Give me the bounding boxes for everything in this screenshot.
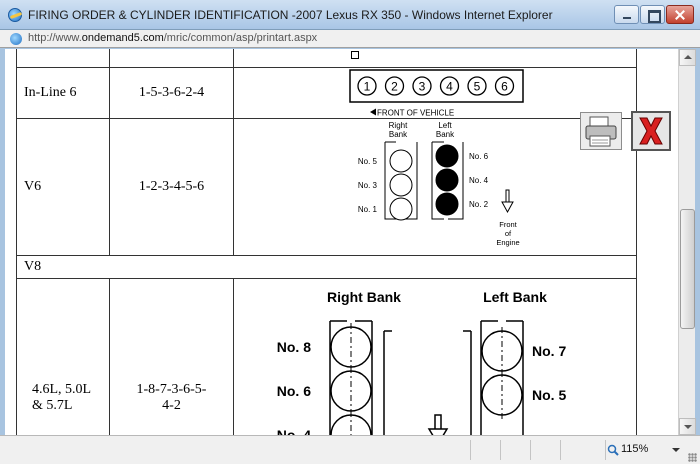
cylinder-5: 5 (467, 76, 487, 96)
url-path: /mric/common/asp/printart.aspx (163, 32, 318, 44)
page-content: In-Line 6 1-5-3-6-2-4 1 2 3 4 5 6 FRONT OF VE… (5, 49, 678, 435)
cylinder-No. 6: No. 6 (277, 367, 372, 415)
close-button[interactable] (631, 111, 671, 151)
magnifier-icon (607, 444, 619, 456)
svg-text:Left Bank: Left Bank (483, 289, 547, 305)
page-globe-icon (10, 33, 22, 45)
cylinder-1: 1 (357, 76, 377, 96)
table-row: 4.6L, 5.0L & 5.7L 1-8-7-3-6-5- 4-2 Right… (16, 278, 637, 435)
svg-text:No. 5: No. 5 (358, 157, 378, 166)
firing-order-cell: 1-8-7-3-6-5- 4-2 (109, 278, 234, 435)
front-arrow (427, 414, 449, 435)
cylinder-No. 1: No. 1 (358, 197, 413, 221)
print-button[interactable] (580, 112, 622, 150)
svg-text:No. 1: No. 1 (358, 205, 378, 214)
resize-grip[interactable] (688, 453, 697, 462)
vertical-scrollbar[interactable] (678, 49, 696, 435)
cylinder-4: 4 (439, 76, 460, 96)
svg-text:No. 6: No. 6 (469, 152, 489, 161)
svg-text:No. 8: No. 8 (277, 339, 311, 355)
table-row: V8 (16, 255, 637, 279)
table-row (16, 49, 637, 68)
engine-cell: In-Line 6 (16, 67, 110, 119)
cylinder-No. 8: No. 8 (277, 323, 372, 371)
cylinder-No. 5: No. 5 (481, 371, 566, 419)
svg-text:1: 1 (364, 80, 371, 94)
status-separator (530, 440, 531, 460)
small-square-mark (351, 51, 359, 59)
cylinder-No. 2: No. 2 (435, 192, 489, 216)
cylinder-6: 6 (494, 76, 515, 96)
svg-text:No. 7: No. 7 (532, 343, 566, 359)
svg-text:No. 4: No. 4 (277, 427, 311, 435)
cylinder-No. 7: No. 7 (481, 327, 566, 375)
v8-diagram-cell: Right Bank Left Bank No. 8 No. 6 No. 4 No.… (233, 278, 637, 435)
svg-text:No. 4: No. 4 (469, 176, 489, 185)
front-arrow (501, 189, 514, 214)
cylinder-3: 3 (412, 76, 432, 96)
svg-text:3: 3 (419, 80, 426, 94)
zoom-dropdown-icon[interactable] (672, 448, 680, 452)
cylinder-No. 4: No. 4 (277, 411, 372, 435)
status-separator (605, 440, 606, 460)
engine-cell: V6 (16, 118, 110, 256)
svg-text:No. 5: No. 5 (532, 387, 566, 403)
status-separator (560, 440, 561, 460)
cylinder-No. 3: No. 3 (358, 173, 413, 197)
window-title: FIRING ORDER & CYLINDER IDENTIFICATION -… (28, 8, 553, 22)
svg-text:No. 6: No. 6 (277, 383, 311, 399)
address-bar[interactable]: http://www.ondemand5.com/mric/common/asp… (0, 30, 700, 48)
inline6-diagram-cell: 1 2 3 4 5 6 FRONT OF VEHICLE (233, 67, 637, 119)
svg-text:6: 6 (501, 80, 508, 94)
close-window-button[interactable] (666, 5, 694, 24)
url-domain: ondemand5.com (81, 32, 164, 44)
status-separator (470, 440, 471, 460)
cylinder-No. 6: No. 6 (435, 144, 489, 168)
firing-order-cell: 1-2-3-4-5-6 (109, 118, 234, 256)
svg-text:5: 5 (474, 80, 481, 94)
url-prefix: http://www. (28, 32, 82, 44)
internet-explorer-icon (8, 8, 22, 22)
status-bar: 115% (0, 435, 700, 464)
maximize-button[interactable] (640, 5, 665, 24)
inline6-diagram: 1 2 3 4 5 6 FRONT OF VEHICLE (349, 69, 524, 118)
minimize-button[interactable] (614, 5, 639, 24)
svg-text:No. 2: No. 2 (469, 200, 489, 209)
svg-text:No. 3: No. 3 (358, 181, 378, 190)
table-row: In-Line 6 1-5-3-6-2-4 1 2 3 4 5 6 FRONT OF VE… (16, 67, 637, 119)
svg-text:FRONT OF VEHICLE: FRONT OF VEHICLE (377, 109, 454, 118)
scroll-thumb[interactable] (680, 209, 695, 329)
scroll-down-button[interactable] (679, 418, 696, 435)
cylinder-No. 4: No. 4 (435, 168, 489, 192)
cylinder-No. 5: No. 5 (358, 149, 413, 173)
engine-group-cell: V8 (16, 255, 637, 279)
firing-order-table: In-Line 6 1-5-3-6-2-4 1 2 3 4 5 6 FRONT OF VE… (16, 49, 637, 435)
scroll-up-button[interactable] (679, 49, 696, 66)
url-text[interactable]: http://www.ondemand5.com/mric/common/asp… (28, 32, 317, 44)
svg-text:2: 2 (391, 80, 398, 94)
zoom-level[interactable]: 115% (621, 443, 649, 455)
v8-diagram: Right Bank Left Bank No. 8 No. 6 No. 4 No.… (277, 289, 566, 435)
engine-cell: 4.6L, 5.0L & 5.7L (16, 278, 110, 435)
close-x-icon (639, 117, 663, 145)
status-separator (500, 440, 501, 460)
firing-order-cell: 1-5-3-6-2-4 (109, 67, 234, 119)
printer-icon (585, 116, 617, 147)
svg-text:Right Bank: Right Bank (327, 289, 401, 305)
title-bar: FIRING ORDER & CYLINDER IDENTIFICATION -… (0, 0, 700, 30)
cylinder-2: 2 (384, 76, 405, 96)
svg-text:4: 4 (446, 80, 453, 94)
